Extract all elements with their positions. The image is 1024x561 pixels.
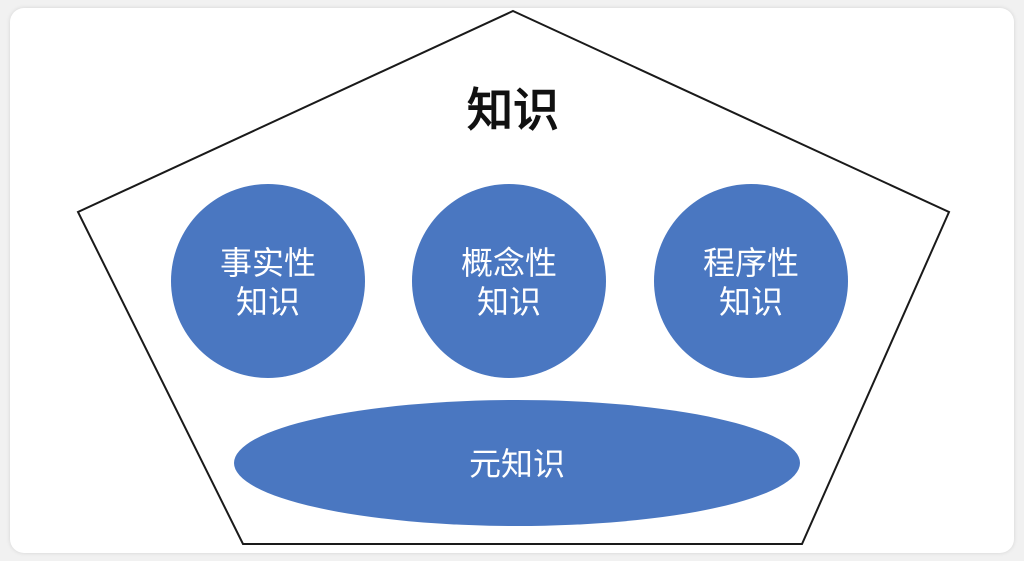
node-circle	[412, 184, 606, 378]
node-metacognitive-knowledge: 元知识	[234, 400, 800, 526]
node-circle	[171, 184, 365, 378]
node-factual-knowledge: 事实性 知识	[171, 184, 365, 378]
node-label-line1: 事实性	[220, 244, 316, 282]
base-ellipse	[234, 400, 800, 526]
node-label-line1: 概念性	[461, 244, 557, 282]
node-conceptual-knowledge: 概念性 知识	[412, 184, 606, 378]
node-label-line2: 知识	[719, 283, 783, 321]
base-label: 元知识	[469, 445, 565, 483]
node-label-line2: 知识	[236, 283, 300, 321]
node-circle	[654, 184, 848, 378]
diagram-title: 知识	[467, 83, 559, 137]
node-label-line2: 知识	[477, 283, 541, 321]
node-procedural-knowledge: 程序性 知识	[654, 184, 848, 378]
node-label-line1: 程序性	[703, 244, 799, 282]
